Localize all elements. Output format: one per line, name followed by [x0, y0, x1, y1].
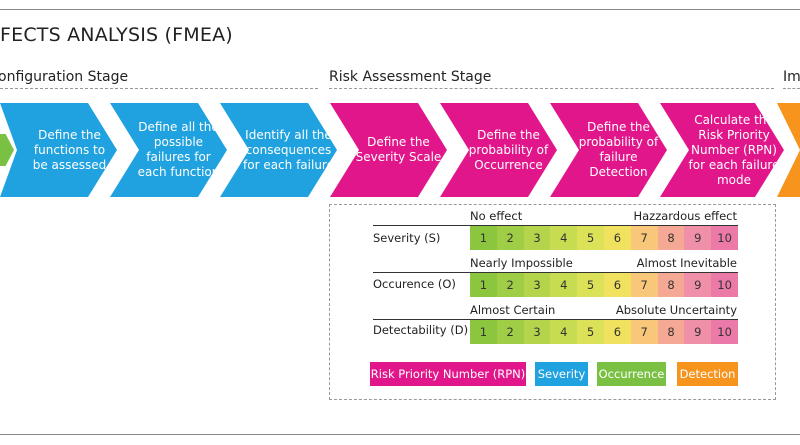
- occurrence-scale-cell: 9: [684, 273, 712, 297]
- severity-scale-cell: 2: [496, 226, 524, 250]
- detectability-scale-cell: 2: [496, 320, 524, 344]
- severity-scale-cell: 7: [630, 226, 658, 250]
- severity-scale-cell: 4: [550, 226, 578, 250]
- occurrence-scale-cell: 8: [657, 273, 685, 297]
- bottom-rule: [0, 434, 800, 435]
- occurrence-rule: [373, 272, 738, 273]
- occurrence-low-caption: Nearly Impossible: [470, 256, 573, 270]
- legend-rpn: Risk Priority Number (RPN): [370, 362, 526, 386]
- stage-divider-risk-assessment: [329, 88, 774, 89]
- legend-detection: Detection: [677, 362, 738, 386]
- occurrence-scale-cell: 10: [711, 273, 738, 297]
- occurrence-scale-cell: 3: [523, 273, 551, 297]
- detectability-low-caption: Almost Certain: [470, 303, 556, 317]
- occurrence-scale-cell: 1: [470, 273, 497, 297]
- occurrence-scale-cell: 2: [496, 273, 524, 297]
- severity-low-caption: No effect: [470, 209, 523, 223]
- occurrence-label: Occurence (O): [373, 277, 456, 291]
- detectability-scale-cell: 10: [711, 320, 738, 344]
- severity-scale-cell: 10: [711, 226, 738, 250]
- stage-label-configuration: onfiguration Stage: [0, 69, 129, 85]
- page-title: FECTS ANALYSIS (FMEA): [0, 24, 233, 46]
- top-rule: [0, 9, 800, 10]
- severity-scale-cell: 1: [470, 226, 497, 250]
- severity-scale-cell: 3: [523, 226, 551, 250]
- detectability-scale-cell: 3: [523, 320, 551, 344]
- stage-label-implementation: Im: [783, 69, 800, 85]
- detectability-scale-cell: 7: [630, 320, 658, 344]
- stage-divider-implementation: [783, 88, 800, 89]
- legend-occurrence: Occurrence: [597, 362, 666, 386]
- legend-severity: Severity: [535, 362, 588, 386]
- occurrence-scale-cell: 7: [630, 273, 658, 297]
- detectability-rule: [373, 319, 738, 320]
- detectability-scale-cell: 9: [684, 320, 712, 344]
- severity-rule: [373, 225, 738, 226]
- detectability-scale-cell: 8: [657, 320, 685, 344]
- occurrence-scale-cell: 6: [603, 273, 631, 297]
- detectability-high-caption: Absolute Uncertainty: [615, 303, 737, 317]
- green-edge-chevron: [0, 134, 14, 166]
- occurrence-scale-cell: 5: [577, 273, 604, 297]
- severity-scale-cell: 8: [657, 226, 685, 250]
- severity-scale-cell: 6: [603, 226, 631, 250]
- severity-label: Severity (S): [373, 231, 441, 245]
- severity-scale-cell: 5: [577, 226, 604, 250]
- detectability-scale-cell: 4: [550, 320, 578, 344]
- occurrence-high-caption: Almost Inevitable: [636, 256, 737, 270]
- severity-high-caption: Hazzardous effect: [633, 209, 737, 223]
- occurrence-scale-cell: 4: [550, 273, 578, 297]
- stage-label-risk-assessment: Risk Assessment Stage: [329, 69, 492, 85]
- stage-divider-configuration: [0, 88, 318, 89]
- scales-panel: [329, 204, 776, 400]
- detectability-label: Detectability (D): [373, 323, 469, 337]
- detectability-scale-cell: 5: [577, 320, 604, 344]
- detectability-scale-cell: 6: [603, 320, 631, 344]
- severity-scale-cell: 9: [684, 226, 712, 250]
- detectability-scale-cell: 1: [470, 320, 497, 344]
